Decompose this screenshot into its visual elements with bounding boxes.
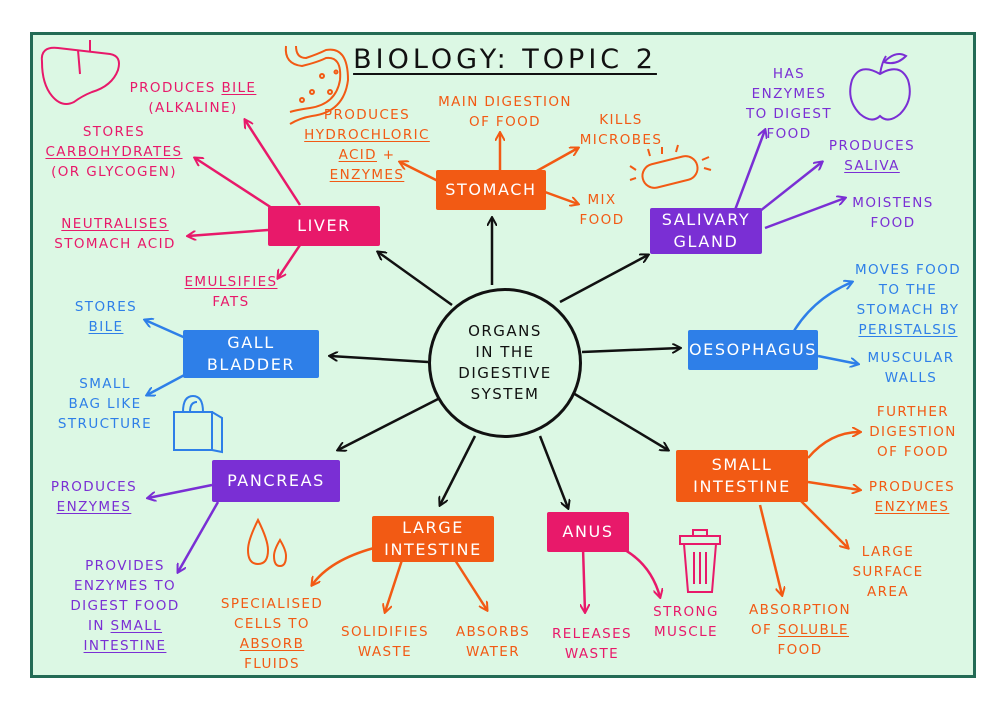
large-intestine-fact-absorbs: ABSORBS WATER — [455, 624, 531, 660]
liver-fact-neutralises: NEUTRALISES STOMACH ACID — [54, 216, 176, 252]
gall-arrows — [145, 320, 191, 395]
center-line: IN THE — [475, 343, 535, 361]
salivary-gland-box: SALIVARY GLAND — [650, 208, 762, 254]
large-intestine-fact-specialised: SPECIALISED CELLS TO ABSORB FLUIDS — [220, 596, 324, 672]
large-intestine-label: INTESTINE — [384, 540, 482, 559]
stomach-box: STOMACH — [436, 170, 546, 210]
center-arrows — [330, 218, 680, 508]
large-intestine-fact-solidifies: SOLIDIFIES WASTE — [341, 624, 429, 660]
gall-fact-small-bag: SMALL BAG LIKE STRUCTURE — [57, 376, 153, 432]
gall-label: BLADDER — [206, 355, 296, 374]
anus-fact-releases: RELEASES WASTE — [551, 626, 633, 662]
liver-fact-carbohydrates: STORES CARBOHYDRATES (OR GLYCOGEN) — [45, 124, 183, 180]
stomach-icon — [284, 45, 350, 125]
apple-icon — [849, 53, 911, 121]
gall-bladder-box: GALL BLADDER — [183, 330, 319, 378]
pancreas-label: PANCREAS — [227, 471, 325, 490]
anus-label: ANUS — [562, 522, 614, 541]
liver-fact-emulsifies: EMULSIFIES FATS — [184, 274, 278, 310]
stomach-arrows — [400, 133, 578, 204]
bacteria-icon — [629, 144, 712, 189]
stomach-fact-hydrochloric: PRODUCES HYDROCHLORIC ACID + ENZYMES — [304, 107, 430, 183]
pancreas-fact-produces-enzymes: PRODUCES ENZYMES — [50, 479, 138, 515]
oesophagus-box: OESOPHAGUS — [688, 330, 818, 370]
anus-fact-strong-muscle: STRONG MUSCLE — [653, 604, 719, 640]
small-intestine-label: SMALL — [711, 455, 773, 474]
stomach-fact-mix-food: MIX FOOD — [579, 192, 625, 228]
salivary-arrows — [733, 130, 845, 230]
large-intestine-box: LARGE INTESTINE — [372, 516, 494, 562]
oesophagus-fact-peristalsis: MOVES FOOD TO THE STOMACH BY PERISTALSIS — [854, 262, 962, 338]
small-intestine-box: SMALL INTESTINE — [676, 450, 808, 502]
stomach-fact-kills-microbes: KILLS MICROBES — [579, 112, 663, 148]
salivary-label: GLAND — [673, 232, 739, 251]
liver-arrows — [188, 120, 302, 278]
small-intestine-label: INTESTINE — [693, 477, 791, 496]
small-intestine-arrows — [758, 432, 860, 595]
center-line: SYSTEM — [470, 385, 540, 403]
page-title: BIOLOGY: TOPIC 2 — [353, 44, 657, 75]
salivary-label: SALIVARY — [661, 210, 751, 229]
bin-icon — [679, 529, 721, 593]
anus-box: ANUS — [547, 512, 629, 552]
oesophagus-fact-muscular: MUSCULAR WALLS — [867, 350, 955, 386]
liver-icon — [40, 40, 120, 105]
center-circle: ORGANS IN THE DIGESTIVE SYSTEM — [428, 288, 582, 438]
liver-label: LIVER — [297, 216, 351, 235]
stomach-fact-main-digestion: MAIN DIGESTION OF FOOD — [438, 94, 572, 130]
bag-icon — [173, 394, 223, 454]
pancreas-arrows — [148, 483, 220, 572]
gall-fact-stores-bile: STORES BILE — [74, 299, 138, 335]
salivary-fact-enzymes: HAS ENZYMES TO DIGEST FOOD — [746, 66, 832, 142]
large-intestine-arrows — [312, 546, 487, 612]
center-line: ORGANS — [468, 322, 542, 340]
center-line: DIGESTIVE — [458, 364, 552, 382]
large-intestine-label: LARGE — [402, 518, 464, 537]
pancreas-fact-provides-enzymes: PROVIDES ENZYMES TO DIGEST FOOD IN SMALL… — [70, 558, 180, 654]
small-intestine-fact-surface-area: LARGE SURFACE AREA — [852, 544, 924, 600]
salivary-fact-saliva: PRODUCES SALIVA — [828, 138, 916, 174]
drops-icon — [246, 517, 288, 568]
liver-box: LIVER — [268, 206, 380, 246]
stomach-label: STOMACH — [445, 180, 537, 199]
pancreas-box: PANCREAS — [212, 460, 340, 502]
oesophagus-label: OESOPHAGUS — [688, 340, 818, 359]
liver-fact-bile: PRODUCES BILE (ALKALINE) — [129, 80, 257, 116]
small-intestine-fact-further: FURTHER DIGESTION OF FOOD — [869, 404, 957, 460]
small-intestine-fact-absorption: ABSORPTION OF SOLUBLE FOOD — [749, 602, 851, 658]
gall-label: GALL — [227, 333, 275, 352]
salivary-fact-moistens: MOISTENS FOOD — [852, 195, 934, 231]
small-intestine-fact-produces: PRODUCES ENZYMES — [868, 479, 956, 515]
